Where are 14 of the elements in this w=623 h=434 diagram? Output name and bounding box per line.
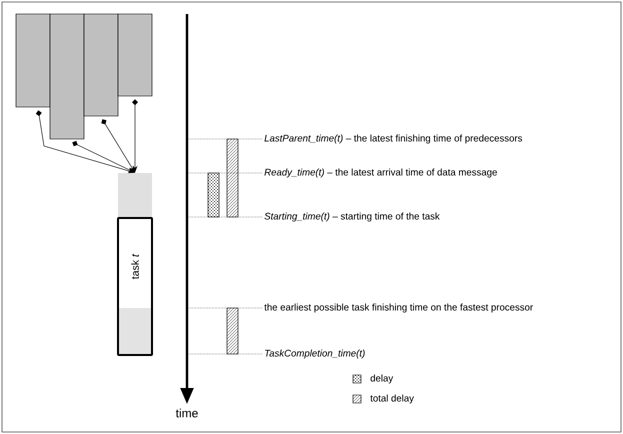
predecessor-box (118, 14, 152, 96)
predecessor-box (50, 14, 84, 140)
predecessor-box (16, 14, 50, 108)
time-label: TaskCompletion_time(t) (265, 350, 365, 358)
time-label: LastParent_time(t) – the latest finishing time of predecessors (264, 134, 522, 144)
axis-label: time (176, 408, 198, 418)
time-label: Starting_time(t) – starting time of the task (264, 212, 440, 222)
predecessor-box (84, 14, 118, 116)
waiting-box (118, 173, 152, 218)
legend-label: total delay (370, 394, 414, 404)
time-label: the earliest possible task finishing time on the fastest processor (264, 304, 533, 312)
time-label: Ready_time(t) – the latest arrival time of data message (264, 168, 497, 178)
legend-label: delay (370, 374, 394, 384)
task-box: task t (117, 217, 153, 356)
